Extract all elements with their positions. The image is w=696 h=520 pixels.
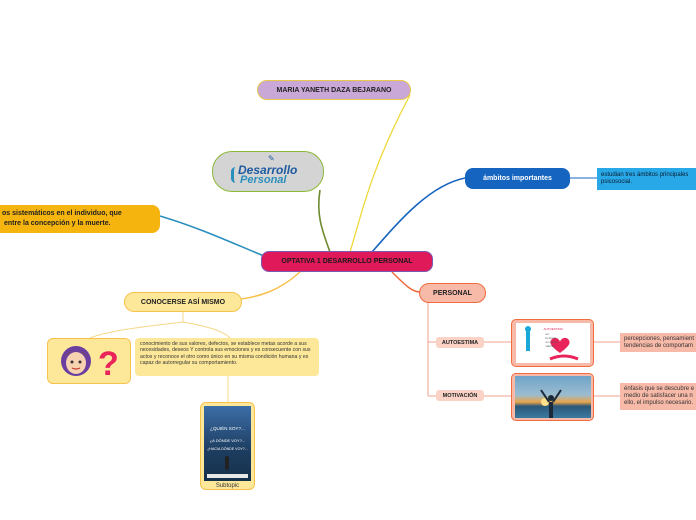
conocerse-node[interactable]: CONOCERSE ASÍ MISMO — [124, 292, 242, 312]
central-node[interactable]: OPTATIVA 1 DESARROLLO PERSONAL — [261, 251, 433, 272]
ambitos-note[interactable]: estudian tres ámbitos principales psicos… — [597, 168, 696, 190]
woman-question-icon: ? — [61, 345, 119, 381]
logo-swoosh — [231, 166, 240, 183]
conocerse-label: CONOCERSE ASÍ MISMO — [140, 298, 226, 306]
autoestima-image-node[interactable]: AUTOESTIMA es: la forma en que te valora… — [511, 319, 594, 367]
motivacion-label: MOTIVACIÓN — [442, 392, 478, 399]
svg-text:?: ? — [98, 345, 119, 381]
autoestima-node[interactable]: AUTOESTIMA — [436, 337, 484, 348]
autoestima-image-line-2: la forma — [545, 336, 557, 340]
subtopic-label: Subtopic — [215, 483, 240, 489]
autoestima-image-line-0: AUTOESTIMA — [543, 327, 563, 331]
autoestima-image-line-4: valoras — [545, 344, 556, 348]
heart-mirror-icon — [524, 326, 579, 361]
link-conocerse-children — [89, 312, 231, 339]
motivacion-node[interactable]: MOTIVACIÓN — [436, 390, 484, 401]
logo-image: ✎ Desarrollo Personal — [228, 153, 308, 187]
logo-line1: Desarrollo — [238, 162, 298, 177]
autoestima-note[interactable]: percepciones, pensamient tendencias de c… — [620, 333, 696, 352]
motivacion-note-text: énfasis que se descubre e medio de satis… — [624, 386, 695, 406]
link-left-topic — [159, 215, 265, 257]
autoestima-note-text: percepciones, pensamient tendencias de c… — [624, 335, 695, 349]
left-topic-text: os sistemáticos en el individuo, que ent… — [2, 210, 122, 227]
person-sunrise-icon — [539, 389, 562, 418]
book-cover-image: ¿QUIÉN SOY?... ¿A DÓNDE VOY?... ¿HACIA D… — [204, 406, 251, 481]
personal-node[interactable]: PERSONAL — [419, 283, 486, 303]
central-label: OPTATIVA 1 DESARROLLO PERSONAL — [281, 258, 413, 265]
left-topic-node[interactable]: os sistemáticos en el individuo, que ent… — [0, 205, 160, 233]
pencil-icon: ✎ — [268, 153, 275, 163]
ambitos-label: ámbitos importantes — [483, 175, 552, 182]
conocerse-note[interactable]: conocimiento de sus valores, defectos, s… — [135, 338, 319, 376]
motivacion-image — [514, 376, 591, 418]
autoestima-image-line-3: en que te — [545, 340, 559, 344]
book-figure — [225, 456, 229, 470]
conocerse-note-text: conocimiento de sus valores, defectos, s… — [140, 341, 311, 367]
book-line-1: ¿QUIÉN SOY?... — [210, 426, 245, 431]
autoestima-image: AUTOESTIMA es: la forma en que te valora… — [515, 323, 590, 363]
link-ambitos — [371, 177, 466, 253]
author-label: MARIA YANETH DAZA BEJARANO — [276, 86, 392, 94]
motivacion-note[interactable]: énfasis que se descubre e medio de satis… — [620, 383, 696, 410]
book-subtopic-node[interactable]: ¿QUIÉN SOY?... ¿A DÓNDE VOY?... ¿HACIA D… — [200, 402, 255, 490]
book-line-3: ¿HACIA DÓNDE VOY?... — [207, 447, 248, 451]
link-personal — [391, 271, 421, 293]
book-bottom-strip — [207, 474, 248, 478]
logo-line2: Personal — [240, 173, 287, 186]
autoestima-label: AUTOESTIMA — [441, 339, 479, 346]
author-node[interactable]: MARIA YANETH DAZA BEJARANO — [257, 80, 411, 100]
link-logo — [317, 189, 331, 253]
woman-question-image[interactable]: ? — [47, 338, 131, 384]
book-line-2: ¿A DÓNDE VOY?... — [209, 438, 246, 443]
logo-node[interactable]: ✎ Desarrollo Personal — [212, 151, 324, 192]
personal-label: PERSONAL — [433, 289, 472, 297]
ambitos-node[interactable]: ámbitos importantes — [465, 168, 570, 189]
link-personal-children — [427, 302, 436, 397]
ambitos-note-text: estudian tres ámbitos principales psicos… — [601, 172, 689, 185]
autoestima-image-line-1: es: — [545, 332, 550, 336]
link-author — [349, 94, 411, 253]
motivacion-image-node[interactable] — [511, 373, 594, 421]
